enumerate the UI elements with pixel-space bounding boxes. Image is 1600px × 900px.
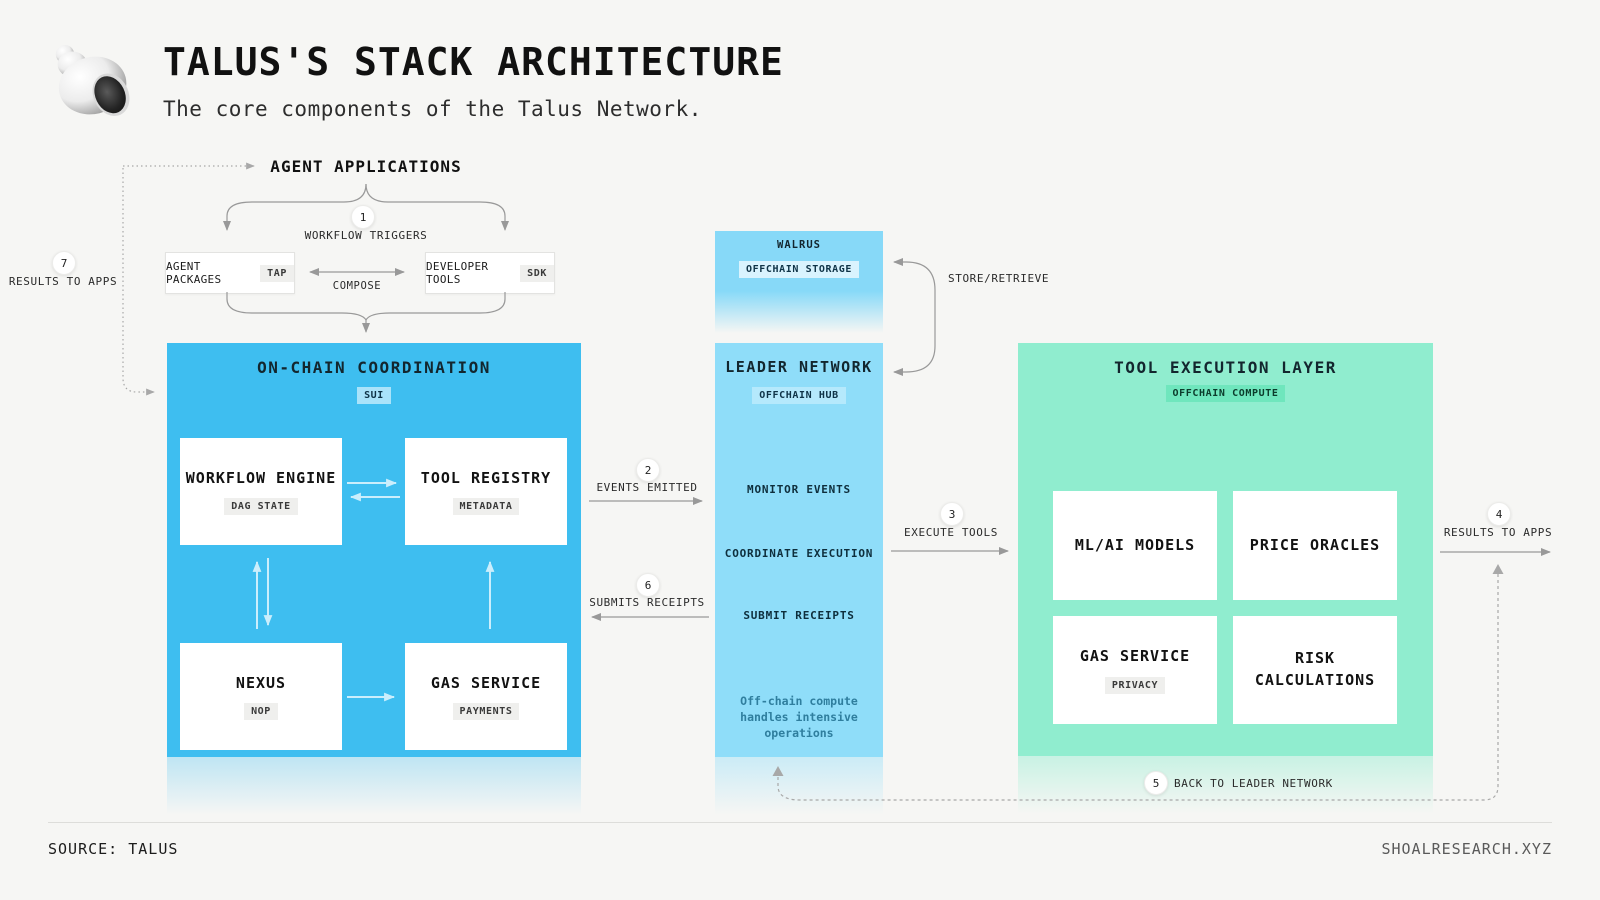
dag-state-badge: DAG STATE: [224, 498, 298, 516]
gas-service-privacy-box: GAS SERVICE PRIVACY: [1053, 616, 1217, 724]
walrus-title: WALRUS: [777, 239, 821, 251]
step-circle-5: 5: [1144, 771, 1168, 795]
agent-packages-box: AGENT PACKAGES TAP: [165, 252, 295, 294]
step-circle-4: 4: [1487, 502, 1511, 526]
leader-note-line: handles intensive: [740, 710, 858, 725]
developer-tools-box: DEVELOPER TOOLS SDK: [425, 252, 555, 294]
nop-badge: NOP: [244, 703, 278, 721]
price-oracles-title: PRICE ORACLES: [1249, 535, 1381, 554]
walrus-box: WALRUS OFFCHAIN STORAGE: [715, 231, 883, 291]
tool-execution-layer-column: TOOL EXECUTION LAYER OFFCHAIN COMPUTE ML…: [1018, 343, 1433, 756]
page-title: TALUS'S STACK ARCHITECTURE: [163, 40, 784, 84]
events-emitted-label: EVENTS EMITTED: [596, 481, 698, 494]
workflow-engine-title: WORKFLOW ENGINE: [185, 468, 337, 487]
step-number: 4: [1495, 507, 1503, 521]
leader-note: Off-chain compute handles intensive oper…: [715, 693, 883, 741]
step-number: 6: [644, 578, 652, 592]
nexus-title: NEXUS: [235, 673, 287, 692]
back-to-leader-network-label: BACK TO LEADER NETWORK: [1174, 777, 1333, 790]
leader-network-column: LEADER NETWORK OFFCHAIN HUB MONITOR EVEN…: [715, 343, 883, 757]
privacy-badge: PRIVACY: [1104, 676, 1166, 694]
step-circle-7: 7: [52, 251, 76, 275]
offchain-storage-badge: OFFCHAIN STORAGE: [739, 261, 859, 278]
offchain-compute-badge: OFFCHAIN COMPUTE: [1165, 385, 1286, 402]
sdk-badge: SDK: [520, 264, 554, 282]
page-subtitle: The core components of the Talus Network…: [163, 97, 702, 121]
onchain-reflection: [167, 757, 581, 815]
leader-item-monitor-events: MONITOR EVENTS: [747, 483, 851, 496]
leader-title: LEADER NETWORK: [725, 358, 873, 376]
execute-tools-label: EXECUTE TOOLS: [904, 526, 998, 539]
metadata-badge: METADATA: [452, 498, 520, 516]
source-label: SOURCE: TALUS: [48, 840, 179, 858]
step-number: 5: [1152, 776, 1160, 790]
agent-applications-title: AGENT APPLICATIONS: [270, 157, 462, 176]
tool-registry-title: TOOL REGISTRY: [420, 468, 552, 487]
agent-packages-label: AGENT PACKAGES: [166, 260, 222, 286]
ml-ai-models-title: ML/AI MODELS: [1074, 535, 1196, 554]
step-number: 2: [644, 463, 652, 477]
gas-service-privacy-title: GAS SERVICE: [1079, 647, 1191, 666]
developer-tools-label: DEVELOPER TOOLS: [426, 260, 489, 286]
website-label: SHOALRESEARCH.XYZ: [1381, 840, 1552, 858]
step-circle-2: 2: [636, 458, 660, 482]
price-oracles-box: PRICE ORACLES: [1233, 491, 1397, 600]
gas-service-box: GAS SERVICE PAYMENTS: [405, 643, 567, 750]
workflow-triggers-label: WORKFLOW TRIGGERS: [304, 229, 428, 242]
offchain-hub-badge: OFFCHAIN HUB: [752, 387, 846, 404]
leader-note-line: operations: [764, 726, 834, 741]
step-circle-6: 6: [636, 573, 660, 597]
risk-calculations-title: RISK CALCULATIONS: [1254, 649, 1376, 689]
store-retrieve-label: STORE/RETRIEVE: [948, 272, 1050, 285]
leader-note-line: Off-chain compute: [740, 694, 858, 708]
step-number: 1: [359, 210, 367, 224]
onchain-coordination-column: ON-CHAIN COORDINATION SUI WORKFLOW ENGIN…: [167, 343, 581, 757]
gas-service-title: GAS SERVICE: [430, 673, 542, 692]
tool-registry-box: TOOL REGISTRY METADATA: [405, 438, 567, 545]
tool-layer-title: TOOL EXECUTION LAYER: [1114, 358, 1337, 377]
results-to-apps-left-label: RESULTS TO APPS: [8, 275, 118, 288]
nexus-box: NEXUS NOP: [180, 643, 342, 750]
shell-logo-icon: [55, 45, 130, 116]
footer-divider: [48, 822, 1552, 823]
leader-item-coordinate-execution: COORDINATE EXECUTION: [724, 547, 874, 560]
leader-item-submit-receipts: SUBMIT RECEIPTS: [743, 609, 855, 622]
walrus-fade: [715, 291, 883, 333]
step-circle-1: 1: [351, 205, 375, 229]
payments-badge: PAYMENTS: [452, 703, 520, 721]
store-retrieve-bracket: [893, 258, 936, 376]
step-number: 3: [948, 507, 956, 521]
results-to-apps-right-label: RESULTS TO APPS: [1443, 526, 1553, 539]
step-circle-3: 3: [940, 502, 964, 526]
risk-calculations-box: RISK CALCULATIONS: [1233, 616, 1397, 724]
onchain-title: ON-CHAIN COORDINATION: [257, 358, 491, 377]
workflow-engine-box: WORKFLOW ENGINE DAG STATE: [180, 438, 342, 545]
compose-label: COMPOSE: [332, 280, 382, 292]
sui-badge: SUI: [357, 387, 391, 404]
ml-ai-models-box: ML/AI MODELS: [1053, 491, 1217, 600]
leader-reflection: [715, 757, 883, 815]
step-number: 7: [60, 256, 68, 270]
submits-receipts-label: SUBMITS RECEIPTS: [589, 596, 705, 609]
tap-badge: TAP: [260, 264, 294, 282]
